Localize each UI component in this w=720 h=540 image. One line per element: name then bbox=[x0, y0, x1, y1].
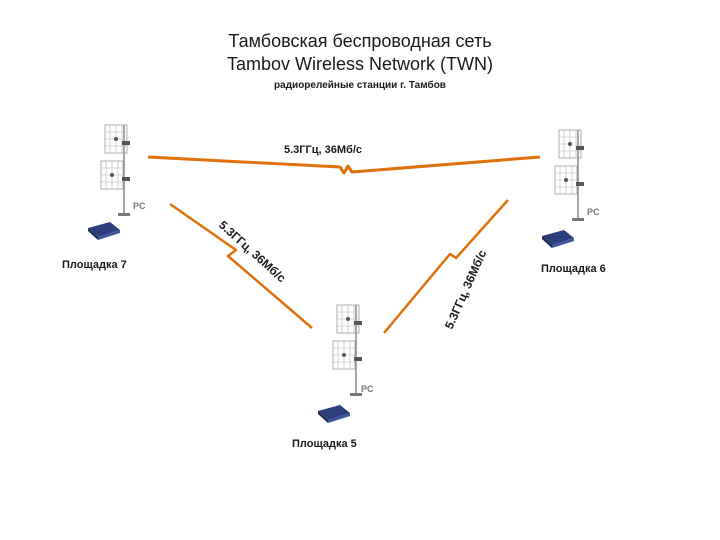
link-right-line bbox=[383, 199, 509, 334]
site-right-label: Площадка 6 bbox=[541, 263, 606, 275]
site-left-label: Площадка 7 bbox=[62, 259, 127, 271]
site-left-pc-label: PC bbox=[133, 201, 146, 211]
link-top-line bbox=[147, 155, 541, 175]
site-right-pc-label: PC bbox=[587, 207, 600, 217]
site-bottom-antenna-icon bbox=[333, 305, 362, 396]
site-right-antenna-icon bbox=[555, 130, 584, 221]
link-right-label: 5.3ГГц, 36Мб/с bbox=[442, 247, 490, 331]
site-bottom-pc-label: PC bbox=[361, 384, 374, 394]
link-left-label: 5.3ГГц, 36Мб/с bbox=[216, 218, 289, 286]
title-english: Tambov Wireless Network (TWN) bbox=[226, 54, 494, 74]
site-bottom-label: Площадка 5 bbox=[292, 438, 357, 450]
site-left-device-icon bbox=[88, 222, 120, 240]
subtitle: радиорелейные станции г. Тамбов bbox=[274, 80, 446, 91]
site-bottom-device-icon bbox=[318, 405, 350, 423]
site-left-antenna-icon bbox=[101, 125, 130, 216]
link-left-line bbox=[169, 202, 313, 329]
site-right-device-icon bbox=[542, 230, 574, 248]
title-russian: Тамбовская беспроводная сеть bbox=[228, 31, 492, 51]
link-top-label: 5.3ГГц, 36Мб/с bbox=[284, 144, 362, 156]
